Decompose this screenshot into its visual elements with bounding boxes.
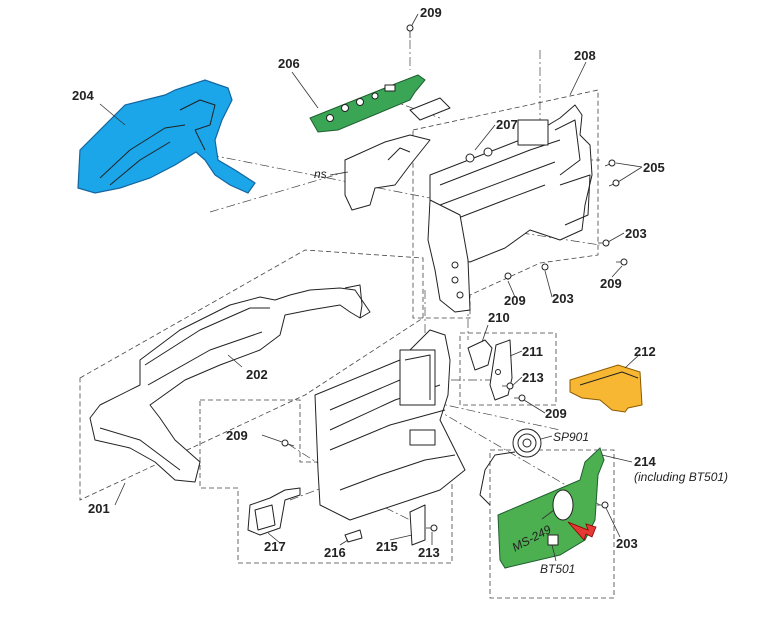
part-217	[247, 487, 301, 536]
part-204-body	[77, 79, 256, 194]
screw-213-a	[502, 382, 514, 390]
screw-203-b	[541, 263, 549, 271]
label-209-top: 209	[420, 5, 442, 20]
label-212: 212	[634, 344, 656, 359]
group-214-boundary	[489, 449, 615, 599]
label-ns: ns	[314, 167, 327, 181]
bt501-arrow	[567, 521, 597, 541]
part-214-pcb	[497, 447, 605, 569]
label-203-a: 203	[625, 226, 647, 241]
label-208: 208	[574, 48, 596, 63]
part-202-strap	[89, 284, 371, 483]
part-204-grip-cover	[77, 79, 256, 194]
screw-205-a	[604, 159, 616, 167]
part-206-pcb	[309, 74, 426, 133]
label-213-a: 213	[522, 370, 544, 385]
screw-209-c	[504, 272, 512, 280]
label-202: 202	[246, 367, 268, 382]
label-201: 201	[88, 501, 110, 516]
label-217: 217	[264, 539, 286, 554]
label-sp901: SP901	[553, 430, 589, 444]
part-206-board	[309, 74, 426, 133]
label-211: 211	[522, 344, 543, 359]
label-209-c: 209	[504, 293, 526, 308]
screw-203-c	[597, 501, 609, 509]
label-209-e: 209	[226, 428, 248, 443]
label-206: 206	[278, 56, 300, 71]
screw-209-e	[281, 439, 295, 447]
label-207: 207	[496, 117, 518, 132]
label-bt501: BT501	[540, 562, 575, 576]
part-sp901-speaker	[479, 428, 542, 506]
label-215: 215	[376, 539, 398, 554]
label-209-b: 209	[600, 276, 622, 291]
screw-209-top	[406, 24, 414, 38]
part-208-frame	[427, 104, 593, 313]
screw-213-b	[426, 524, 438, 532]
label-205: 205	[643, 160, 665, 175]
label-214: 214	[634, 454, 656, 469]
label-204: 204	[72, 88, 94, 103]
label-209-d: 209	[545, 406, 567, 421]
leader-lines	[99, 13, 643, 562]
part-214-board	[497, 447, 605, 569]
label-203-b: 203	[552, 291, 574, 306]
part-212-body	[569, 364, 643, 413]
part-ns-sheet	[344, 97, 451, 211]
part-212	[569, 364, 643, 413]
part-center-frame	[314, 329, 466, 546]
screw-203-a	[598, 239, 610, 247]
label-214-note: (including BT501)	[634, 470, 728, 484]
screws	[281, 24, 628, 532]
group-209-216-boundary	[199, 399, 453, 564]
screw-209-b	[616, 258, 628, 266]
group-202-boundary	[79, 249, 424, 501]
part-210-211	[467, 339, 513, 401]
group-210-211-boundary	[459, 332, 557, 406]
group-208-boundary	[412, 89, 599, 319]
part-labels: 204 206 209 208 207 205 ns 203 209 209 2…	[72, 5, 728, 576]
label-216: 216	[324, 545, 346, 560]
screw-209-d	[514, 394, 526, 402]
label-203-c: 203	[616, 536, 638, 551]
screw-205-b	[608, 179, 620, 187]
label-213-b: 213	[418, 545, 440, 560]
label-210: 210	[488, 310, 510, 325]
